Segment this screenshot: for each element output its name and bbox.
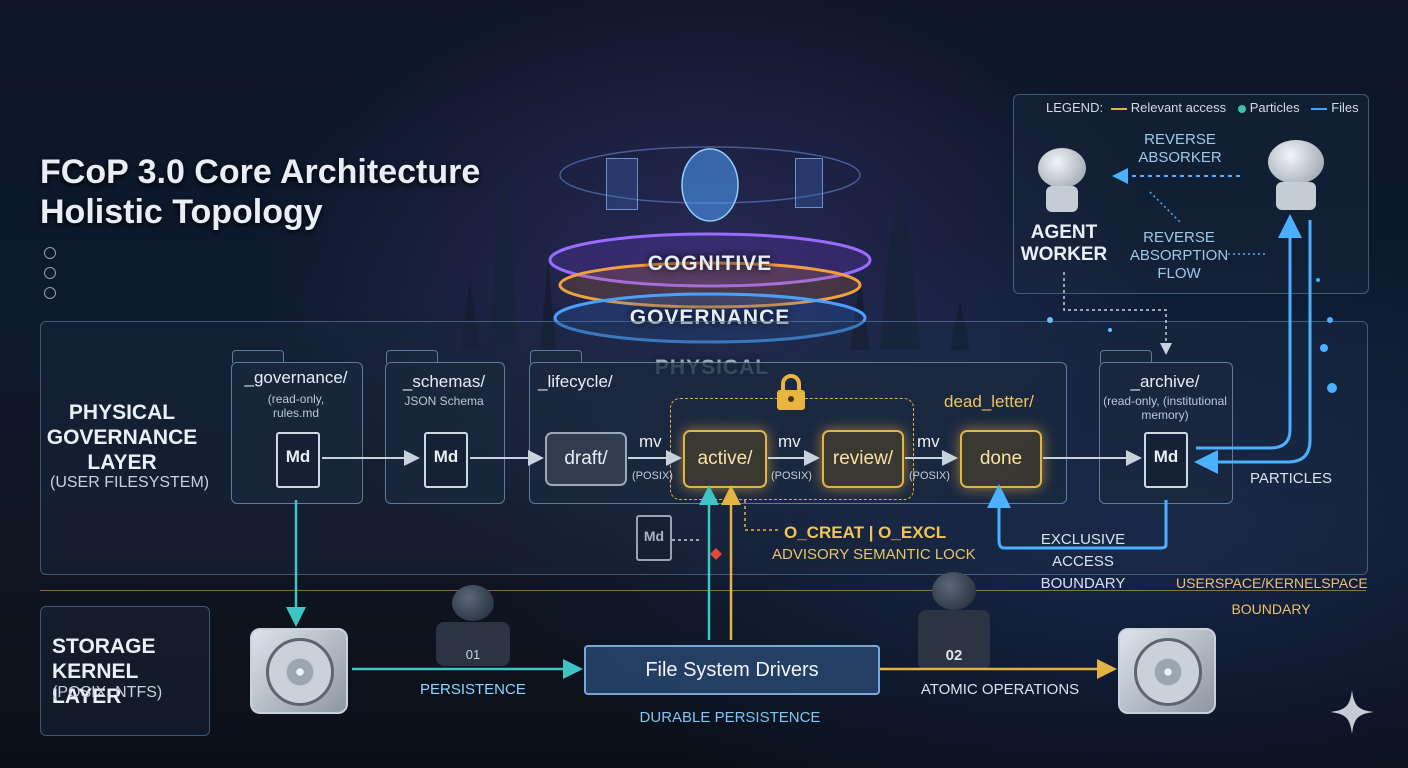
folder-archive-sub: (read-only, (institutional memory) xyxy=(1103,394,1227,422)
padlock-icon xyxy=(777,374,805,410)
state-done[interactable]: done xyxy=(960,430,1042,488)
title-line-2: Holistic Topology xyxy=(40,193,323,231)
persistence-label: PERSISTENCE xyxy=(420,681,526,698)
worker-robot-01: 01 xyxy=(436,622,510,666)
cognitive-rings xyxy=(548,146,872,344)
absorker-robot-icon xyxy=(1268,140,1324,184)
absorker-robot-body xyxy=(1276,182,1316,210)
ring-cognitive: COGNITIVE xyxy=(647,252,773,275)
folder-lifecycle-name: _lifecycle/ xyxy=(538,372,613,391)
md-file-icon[interactable]: Md xyxy=(276,432,320,488)
title-line-1: FCoP 3.0 Core Architecture xyxy=(40,153,481,191)
city-skyline xyxy=(460,170,970,350)
legend-prefix: LEGEND: xyxy=(1046,100,1104,115)
userspace-kernel-boundary-line xyxy=(40,590,1366,591)
ring-governance: GOVERNANCE xyxy=(629,306,791,329)
folder-schemas-name: _schemas/ xyxy=(402,372,486,391)
atomic-operations-label: ATOMIC OPERATIONS xyxy=(920,681,1080,698)
md-file-icon[interactable]: Md xyxy=(1144,432,1188,488)
particles-label: PARTICLES xyxy=(1250,470,1332,487)
posix-label-2: (POSIX) xyxy=(771,470,812,482)
durable-persistence-label: DURABLE PERSISTENCE xyxy=(639,709,821,726)
sparkle-icon xyxy=(1330,690,1374,734)
triangle-icon xyxy=(44,247,56,259)
legend-particles: Particles xyxy=(1249,100,1300,115)
legend: LEGEND: Relevant access Particles Files xyxy=(1046,100,1362,118)
folder-governance-name: _governance/ xyxy=(244,368,348,387)
hard-drive-icon-right xyxy=(1118,628,1216,714)
storage-layer-subtitle: (POSIX, NTFS) xyxy=(52,684,163,701)
posix-label-1: (POSIX) xyxy=(632,470,673,482)
worker-robot-icon xyxy=(452,585,494,621)
lock-flags: O_CREAT | O_EXCL xyxy=(784,523,947,542)
physical-layer-subtitle: (USER FILESYSTEM) xyxy=(50,474,210,491)
holo-screen xyxy=(606,158,638,210)
posix-label-3: (POSIX) xyxy=(909,470,950,482)
gear-icon xyxy=(44,267,56,279)
mv-label-2: mv xyxy=(778,432,801,451)
hard-drive-icon-left xyxy=(250,628,348,714)
worker-robot-icon xyxy=(932,572,976,610)
md-file-icon[interactable]: Md xyxy=(424,432,468,488)
folder-governance-sub: (read-only, rules.md xyxy=(267,392,325,420)
agent-worker-label: AGENT WORKER xyxy=(1020,222,1108,265)
worker-robot-02: 02 xyxy=(918,610,990,670)
ai-head-icon xyxy=(681,148,739,222)
circle-icon xyxy=(44,287,56,299)
folder-dead-letter-name: dead_letter/ xyxy=(944,392,1034,411)
folder-schemas-sub: JSON Schema xyxy=(404,394,484,408)
lock-description: ADVISORY SEMANTIC LOCK xyxy=(772,546,976,563)
holo-screen xyxy=(795,158,823,208)
boundary-label: USERSPACE/KERNELSPACE BOUNDARY xyxy=(1176,575,1368,617)
state-draft[interactable]: draft/ xyxy=(545,432,627,486)
exclusive-access-label: EXCLUSIVE ACCESS BOUNDARY xyxy=(1040,531,1126,592)
physical-layer-title: PHYSICAL GOVERNANCE LAYER xyxy=(46,401,198,474)
reverse-flow-label: REVERSE ABSORPTION FLOW xyxy=(1129,229,1229,282)
mv-label-1: mv xyxy=(639,432,662,451)
mv-label-3: mv xyxy=(917,432,940,451)
temp-md-file-icon: Md xyxy=(636,515,672,561)
legend-files: Files xyxy=(1331,100,1359,115)
agent-robot-icon xyxy=(1038,148,1086,188)
legend-relevant: Relevant access xyxy=(1130,100,1227,115)
storage-kernel-panel xyxy=(40,606,210,736)
state-review[interactable]: review/ xyxy=(822,430,904,488)
agent-robot-body xyxy=(1046,186,1078,212)
storage-layer-title: STORAGE KERNEL LAYER xyxy=(52,635,156,708)
diagram-title: FCoP 3.0 Core Architecture Holistic Topo… xyxy=(40,152,480,232)
folder-archive-name: _archive/ xyxy=(1130,372,1200,391)
reverse-absorker-label: REVERSE ABSORKER xyxy=(1138,131,1222,166)
file-system-drivers[interactable]: File System Drivers xyxy=(584,645,880,695)
